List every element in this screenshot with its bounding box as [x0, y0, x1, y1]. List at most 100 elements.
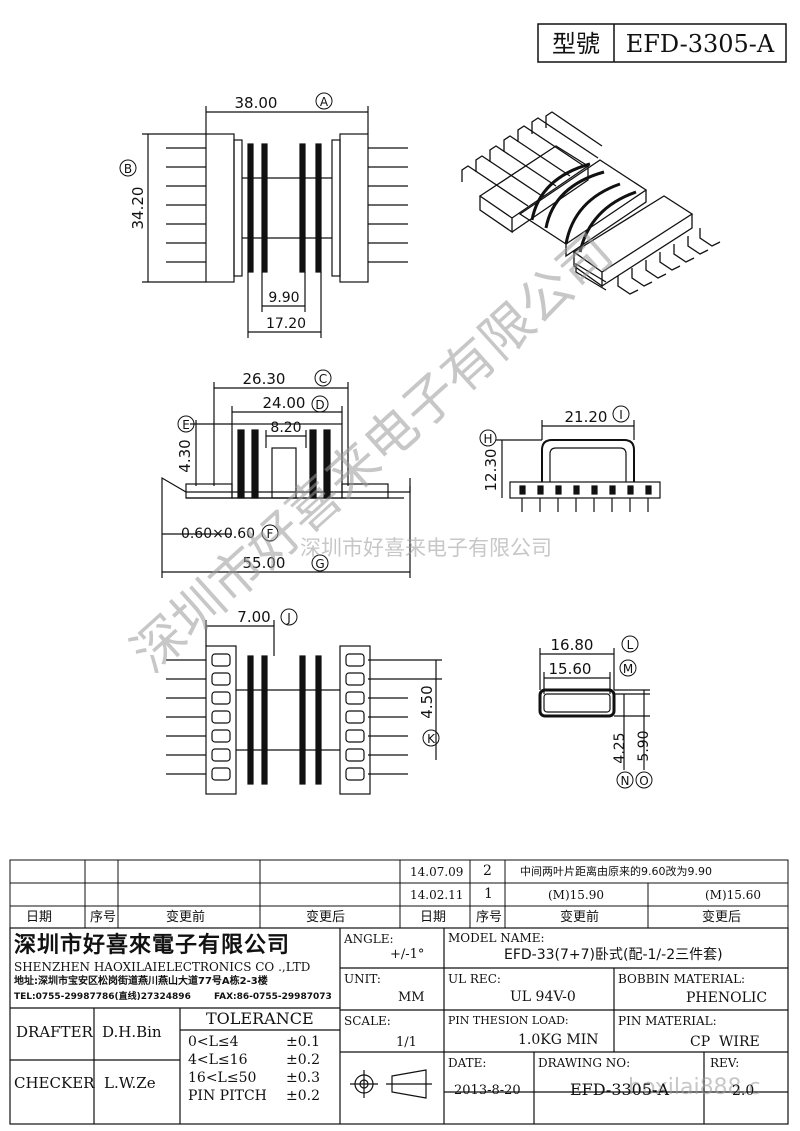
tol-range-1: 0<L≤4	[188, 1034, 239, 1050]
rev1-date: 14.02.11	[410, 888, 464, 902]
dim-o-tag: O	[639, 774, 648, 788]
dim-k-value: 4.50	[418, 685, 436, 718]
scale-label: SCALE:	[344, 1014, 391, 1028]
dim-h-value: 12.30	[482, 449, 500, 492]
checker-label: CHECKER	[14, 1074, 95, 1092]
projection-symbol-icon	[350, 1069, 432, 1099]
rev-header-date-2: 日期	[420, 910, 447, 925]
dim-c-value: 26.30	[243, 370, 286, 388]
bottom-view-pins-right	[368, 659, 408, 775]
dim-m-value: 15.60	[549, 660, 592, 678]
front-view-pins	[519, 485, 652, 512]
scale-value: 1/1	[396, 1035, 417, 1050]
model-name-label: MODEL NAME:	[448, 931, 545, 945]
dim-d-value: 24.00	[263, 394, 306, 412]
drawing-no-value: EFD-3305-A	[570, 1080, 669, 1099]
tol-value-2: ±0.2	[286, 1052, 320, 1068]
bottom-view-notches-left	[211, 653, 231, 781]
rev-header-before-1: 变更前	[166, 910, 206, 925]
dim-g-value: 55.00	[243, 554, 286, 572]
company-fax: FAX:86-0755-29987073	[214, 992, 332, 1002]
unit-value: MM	[398, 990, 425, 1005]
dim-e-tag: E	[182, 418, 190, 432]
bobbin-label: BOBBIN MATERIAL:	[618, 972, 746, 986]
dim-n-tag: N	[621, 774, 630, 788]
title-block	[9, 927, 789, 1125]
rev2-before: 中间两叶片距离由原来的9.60改为9.90	[520, 865, 712, 878]
section-view: 16.80 L 15.60 M 4.25 5.90 N O	[538, 635, 653, 789]
dim-w2-value: 17.20	[266, 316, 306, 332]
rev-header-after-1: 变更后	[306, 910, 346, 925]
bottom-view-notches-right	[345, 653, 365, 781]
company-name-en: SHENZHEN HAOXILAIELECTRONICS CO .,LTD	[14, 960, 311, 974]
model-title-box: 型號 EFD-3305-A	[537, 23, 787, 63]
tol-value-4: ±0.2	[286, 1088, 320, 1104]
company-tel: TEL:0755-29987786(直线)27324896	[14, 992, 191, 1002]
dim-n-value: 4.25	[612, 732, 628, 763]
rev2-date: 14.07.09	[410, 865, 464, 879]
rev-header-after-2: 变更后	[702, 910, 742, 925]
drawing-no-label: DRAWING NO:	[538, 1056, 631, 1070]
bobbin-value: PHENOLIC	[686, 990, 768, 1006]
top-view: 38.00 A 34.20 B 9.90 17.20	[119, 92, 408, 338]
dim-j-tag: J	[286, 611, 291, 625]
company-name-cn: 深圳市好喜來電子有限公司	[14, 932, 291, 958]
dim-f-value: 0.60×0.60	[181, 526, 255, 542]
bottom-view: 7.00 J 4.50 K	[166, 608, 442, 795]
iso-pins-front	[575, 228, 721, 295]
front-view: 21.20 I 12.30 H	[479, 405, 661, 512]
dim-c-tag: C	[319, 372, 327, 386]
tol-value-1: ±0.1	[286, 1034, 320, 1050]
rev2-no: 2	[483, 863, 492, 879]
pin-value: CP WIRE	[690, 1034, 760, 1050]
tol-range-3: 16<L≤50	[188, 1070, 257, 1086]
dim-i-value: 21.20	[565, 408, 608, 426]
company-address: 地址:深圳市宝安区松岗街道燕川燕山大道77号A栋2-3楼	[14, 976, 268, 987]
dim-d-tag: D	[315, 398, 324, 412]
unit-label: UNIT:	[344, 972, 381, 986]
rev-header-no-1: 序号	[90, 910, 117, 925]
dim-g-tag: G	[315, 557, 324, 571]
tolerance-title: TOLERANCE	[206, 1009, 314, 1028]
rev1-before: (M)15.90	[548, 888, 605, 902]
ul-value: UL 94V-0	[510, 989, 576, 1005]
dim-m-tag: M	[623, 662, 633, 676]
rev-value: 2.0	[732, 1083, 755, 1099]
iso-pins-back	[461, 111, 603, 207]
bottom-view-pins-left	[166, 659, 206, 775]
model-label: 型號	[552, 30, 600, 58]
drafter-name: D.H.Bin	[102, 1023, 162, 1041]
dim-o-value: 5.90	[636, 730, 652, 761]
top-view-pins-left	[166, 147, 206, 263]
load-value: 1.0KG MIN	[518, 1032, 599, 1048]
ul-label: UL REC:	[448, 972, 501, 986]
angle-value: +/-1°	[390, 947, 425, 962]
rev-header-before-2: 变更前	[560, 910, 600, 925]
checker-name: L.W.Ze	[104, 1074, 156, 1092]
rev1-after: (M)15.60	[705, 888, 762, 902]
dim-w1-value: 9.90	[268, 290, 299, 306]
dim-s-value: 8.20	[270, 420, 301, 436]
pin-label: PIN MATERIAL:	[618, 1014, 717, 1028]
load-label: PIN THESION LOAD:	[448, 1014, 569, 1027]
dim-b-value: 34.20	[129, 187, 147, 230]
dim-j-value: 7.00	[237, 608, 270, 626]
top-view-pins-right	[368, 147, 408, 263]
rev-header-no-2: 序号	[476, 910, 503, 925]
date-value: 2013-8-20	[454, 1083, 521, 1098]
dim-k-tag: K	[427, 732, 436, 746]
side-view: 26.30 C 24.00 D 8.20 4.30 E 0.60×0.60 F …	[161, 369, 411, 578]
dim-a-tag: A	[320, 95, 329, 109]
tol-range-2: 4<L≤16	[188, 1052, 248, 1068]
model-number: EFD-3305-A	[626, 30, 775, 58]
dim-l-tag: L	[627, 638, 634, 652]
tol-value-3: ±0.3	[286, 1070, 320, 1086]
angle-label: ANGLE:	[344, 932, 394, 946]
dim-h-tag: H	[483, 432, 492, 446]
rev-header-date-1: 日期	[26, 910, 53, 925]
dim-a-value: 38.00	[235, 94, 278, 112]
rev1-no: 1	[484, 886, 493, 902]
dim-i-tag: I	[619, 408, 623, 422]
model-name-value: EFD-33(7+7)卧式(配-1/-2三件套)	[504, 947, 723, 963]
